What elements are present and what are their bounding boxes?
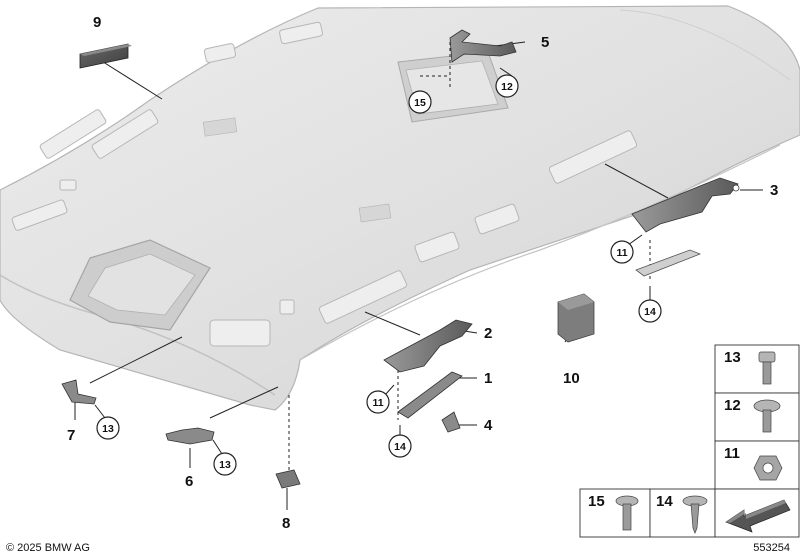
self-tapping-screw-14-icon [682,495,708,534]
callout-15: 15 [414,97,426,109]
legend-label-14: 14 [656,493,673,510]
callout-6: 6 [185,473,193,490]
legend-cell-15 [579,488,651,538]
part-8-clip [275,469,301,489]
part-9-pad [79,43,132,69]
callout-12: 12 [501,81,513,93]
part-5-bracket [449,29,517,63]
legend-label-11: 11 [724,445,740,462]
callout-1: 1 [484,370,492,387]
headliner [0,5,800,411]
callout-circle-12 [495,74,519,98]
callout-circle-13-left [96,416,120,440]
screw-15-icon [615,495,639,531]
callout-3: 3 [770,182,778,199]
callout-5: 5 [541,34,549,51]
callout-circle-15 [408,90,432,114]
callout-9: 9 [93,14,101,31]
legend-label-13: 13 [724,349,741,366]
dashed-alignment-lines [288,42,651,470]
part-6-bracket [165,427,215,445]
part-2-bracket [383,319,473,373]
callout-7: 7 [67,427,75,444]
document-id: 553254 [753,542,790,554]
screw-13-icon [758,351,776,385]
legend-cell-14 [649,488,716,538]
legend-label-15: 15 [588,493,605,510]
fastener-legend: 13 12 11 15 14 [579,344,800,538]
part-1-handle-strip [397,371,463,419]
direction-arrow-icon [725,499,791,533]
leader-lines [74,41,763,510]
part-4-clip [441,411,461,433]
screw-12-icon [753,399,781,433]
callout-2: 2 [484,325,492,342]
copyright-text: © 2025 BMW AG [6,542,90,554]
callout-8: 8 [282,515,290,532]
callout-circle-14-front [388,434,412,458]
part-7-bracket [61,379,97,405]
part-10-block [557,293,595,343]
callout-11-rear: 11 [616,247,627,259]
callout-11-front: 11 [372,397,383,409]
callout-10: 10 [563,370,580,387]
callout-circle-13-mid [213,452,237,476]
callout-labels: 9 5 3 2 1 4 10 7 6 8 [67,14,778,532]
callout-13-left: 13 [102,423,114,435]
part-3-bracket [631,177,740,233]
callout-circle-11-front [366,390,390,414]
callout-13-mid: 13 [219,459,231,471]
legend-label-12: 12 [724,397,741,414]
nut-11-icon [753,455,783,481]
circled-callouts: 15 12 11 14 11 14 13 13 [96,74,662,476]
callout-14-front: 14 [394,441,406,453]
legend-cell-12 [714,392,800,442]
callout-14-rear: 14 [644,306,656,318]
callout-circle-14-rear [638,299,662,323]
part-14-strip-rear [635,249,702,277]
callout-circle-11-rear [610,240,634,264]
callout-4: 4 [484,417,493,434]
